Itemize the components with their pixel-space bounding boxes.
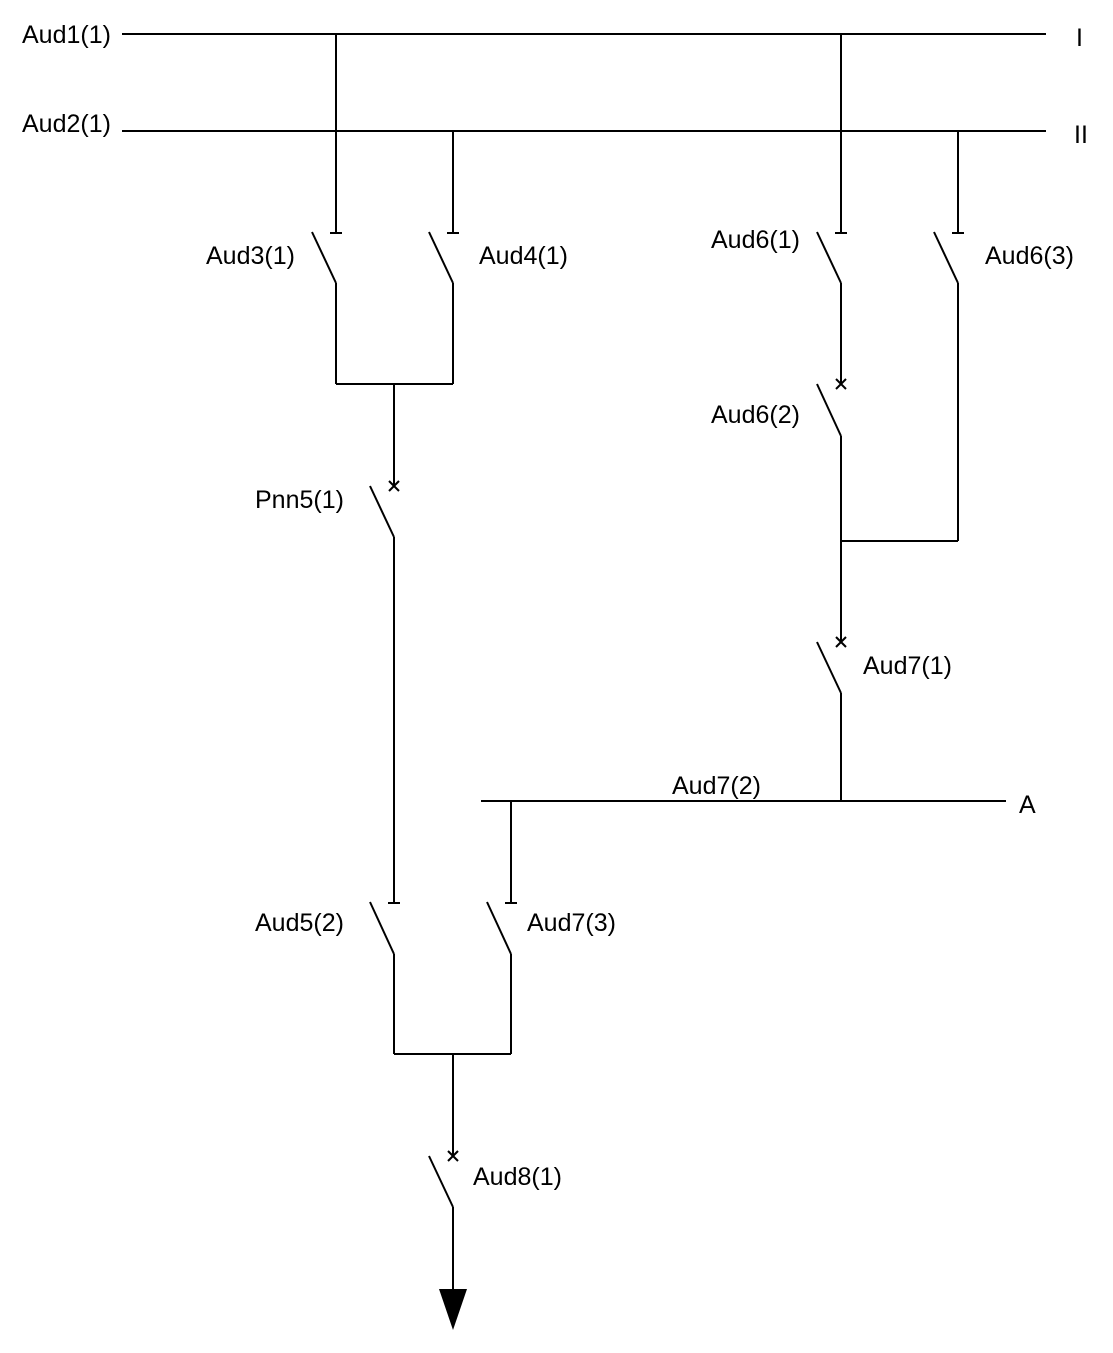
- aud4-1-label: Aud4(1): [479, 242, 568, 270]
- disconnector-aud7-3: Aud7(3): [486, 801, 616, 1054]
- pnn5-1-label: Pnn5(1): [255, 486, 344, 514]
- disconnector-aud6-3: Aud6(3): [933, 131, 1074, 541]
- bus-a-label: Aud7(2): [672, 772, 761, 800]
- disconnector-aud3-1: Aud3(1): [206, 34, 342, 384]
- aud5-2-label: Aud5(2): [255, 909, 344, 937]
- disconnector-aud6-1: Aud6(1): [711, 34, 847, 284]
- aud6-2-label: Aud6(2): [711, 401, 800, 429]
- aud6-1-label: Aud6(1): [711, 226, 800, 254]
- bus-a: Aud7(2) A: [481, 772, 1036, 819]
- disconnector-aud4-1: Aud4(1): [428, 131, 568, 384]
- disconnector-aud5-2: Aud5(2): [255, 901, 400, 1054]
- aud7-3-label: Aud7(3): [527, 909, 616, 937]
- breaker-pnn5-1: Pnn5(1): [255, 384, 400, 903]
- aud3-1-label: Aud3(1): [206, 242, 295, 270]
- breaker-aud8-1: Aud8(1): [428, 1054, 562, 1290]
- bus-ii: Aud2(1) II: [22, 110, 1088, 149]
- breaker-aud6-2: Aud6(2): [711, 283, 847, 642]
- bus-i-label: Aud1(1): [22, 21, 111, 49]
- aud6-3-label: Aud6(3): [985, 242, 1074, 270]
- aud8-1-label: Aud8(1): [473, 1163, 562, 1191]
- bus-ii-label: Aud2(1): [22, 110, 111, 138]
- outgoing-feeder-arrow: [439, 1289, 467, 1330]
- breaker-aud7-1: Aud7(1): [816, 636, 952, 801]
- bus-i: Aud1(1) I: [22, 21, 1083, 52]
- bus-a-name: A: [1019, 791, 1036, 819]
- bus-i-name: I: [1076, 24, 1083, 52]
- aud7-1-label: Aud7(1): [863, 652, 952, 680]
- bus-ii-name: II: [1074, 121, 1088, 149]
